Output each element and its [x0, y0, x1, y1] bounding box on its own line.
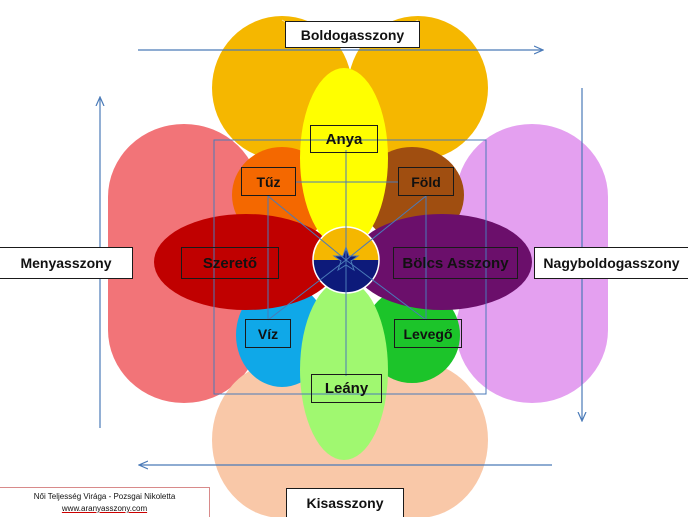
- petal-inner-yellow: [300, 68, 388, 248]
- inner-frame: [213, 139, 487, 395]
- label-nagyboldogasszony: Nagyboldogasszony: [534, 247, 688, 279]
- label-levego: Levegő: [394, 319, 462, 348]
- label-kisasszony: Kisasszony: [286, 488, 404, 517]
- petal-green: [364, 287, 460, 383]
- label-leany: Leány: [311, 374, 382, 403]
- label-anya: Anya: [310, 125, 378, 153]
- label-szereto: Szerető: [181, 247, 279, 279]
- label-menyasszony: Menyasszony: [0, 247, 133, 279]
- label-boldogasszony: Boldogasszony: [285, 21, 420, 48]
- petal-dark-red: [154, 214, 338, 310]
- credit-title: Női Teljesség Virága - Pozsgai Nikoletta: [33, 492, 176, 501]
- credit-box: Női Teljesség Virága - Pozsgai Nikoletta…: [0, 487, 210, 517]
- label-bolcs-asszony: Bölcs Asszony: [393, 247, 518, 279]
- label-fold: Föld: [398, 167, 454, 196]
- credit-website-link[interactable]: www.aranyasszony.com: [61, 504, 148, 513]
- petal-dark-purple: [352, 214, 532, 310]
- connector-lines: [267, 150, 427, 376]
- label-viz: Víz: [245, 319, 291, 348]
- petal-inner-green: [300, 280, 388, 460]
- label-tuz: Tűz: [241, 167, 296, 196]
